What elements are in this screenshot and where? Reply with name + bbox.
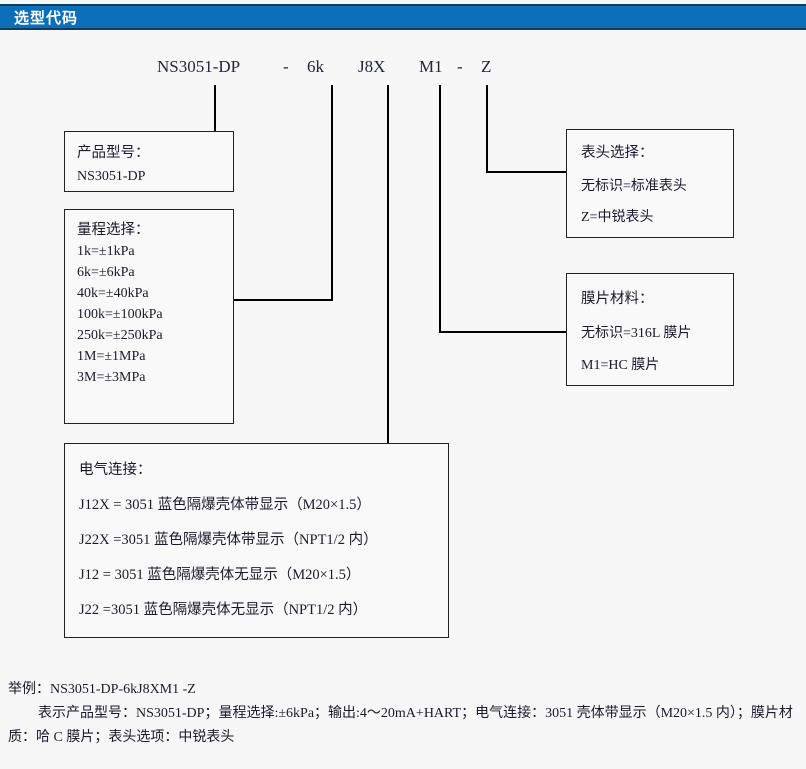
code-segment-diaphragm: M1 xyxy=(419,57,443,76)
range-option: 6k=±6kPa xyxy=(77,265,135,280)
box-range-selection-title: 量程选择： xyxy=(77,222,150,238)
electrical-option: J12X = 3051 蓝色隔爆壳体带显示（M20×1.5） xyxy=(79,497,371,513)
code-segment-dash-2: - xyxy=(457,57,463,76)
box-electrical-connection: 电气连接： J12X = 3051 蓝色隔爆壳体带显示（M20×1.5） J22… xyxy=(64,443,449,638)
range-option: 1k=±1kPa xyxy=(77,244,135,259)
box-head-selection-title: 表头选择： xyxy=(581,145,654,161)
head-option: Z=中锐表头 xyxy=(581,210,654,225)
code-segment-dash-1: - xyxy=(283,57,289,76)
box-diaphragm-material: 膜片材料： 无标识=316L 膜片 M1=HC 膜片 xyxy=(566,273,734,386)
code-segment-head: Z xyxy=(481,57,492,76)
connector-head-vertical xyxy=(486,85,488,173)
range-option: 250k=±250kPa xyxy=(77,328,163,343)
box-diaphragm-material-title: 膜片材料： xyxy=(581,291,654,307)
code-segment-range: 6k xyxy=(307,57,324,76)
footer-example-description: 表示产品型号：NS3051-DP；量程选择:±6kPa；输出:4～20mA+HA… xyxy=(8,706,793,745)
box-product-model-value: NS3051-DP xyxy=(77,169,146,184)
connector-head-horizontal xyxy=(486,171,568,173)
connector-diaphragm-vertical xyxy=(439,85,441,332)
code-segment-electrical: J8X xyxy=(358,57,386,76)
connector-range-vertical xyxy=(331,85,333,300)
section-header-bar xyxy=(0,4,806,30)
range-option: 1M=±1MPa xyxy=(77,349,146,364)
box-electrical-connection-title: 电气连接： xyxy=(79,462,152,478)
diaphragm-option: 无标识=316L 膜片 xyxy=(581,326,692,341)
box-head-selection: 表头选择： 无标识=标准表头 Z=中锐表头 xyxy=(566,129,734,238)
box-range-selection: 量程选择： 1k=±1kPa 6k=±6kPa 40k=±40kPa 100k=… xyxy=(64,209,234,424)
connector-diaphragm-horizontal xyxy=(439,331,568,333)
range-option: 40k=±40kPa xyxy=(77,286,149,301)
electrical-option: J22X =3051 蓝色隔爆壳体带显示（NPT1/2 内） xyxy=(79,532,378,548)
diaphragm-option: M1=HC 膜片 xyxy=(581,358,660,373)
connector-electrical xyxy=(387,85,389,443)
page-title: 选型代码 xyxy=(14,10,79,27)
electrical-option: J12 = 3051 蓝色隔爆壳体无显示（M20×1.5） xyxy=(79,567,361,583)
range-option: 100k=±100kPa xyxy=(77,307,163,322)
range-option: 3M=±3MPa xyxy=(77,370,146,385)
footer-example-block: 举例：NS3051-DP-6kJ8XM1 -Z 表示产品型号：NS3051-DP… xyxy=(8,678,798,750)
box-product-model: 产品型号： NS3051-DP xyxy=(64,131,234,192)
connector-model xyxy=(214,85,216,131)
head-option: 无标识=标准表头 xyxy=(581,179,687,194)
electrical-option: J22 =3051 蓝色隔爆壳体无显示（NPT1/2 内） xyxy=(79,602,368,618)
box-product-model-title: 产品型号： xyxy=(77,145,150,161)
code-segment-model: NS3051-DP xyxy=(157,57,241,76)
footer-example-code: 举例：NS3051-DP-6kJ8XM1 -Z xyxy=(8,682,196,697)
connector-range-horizontal xyxy=(234,299,333,301)
